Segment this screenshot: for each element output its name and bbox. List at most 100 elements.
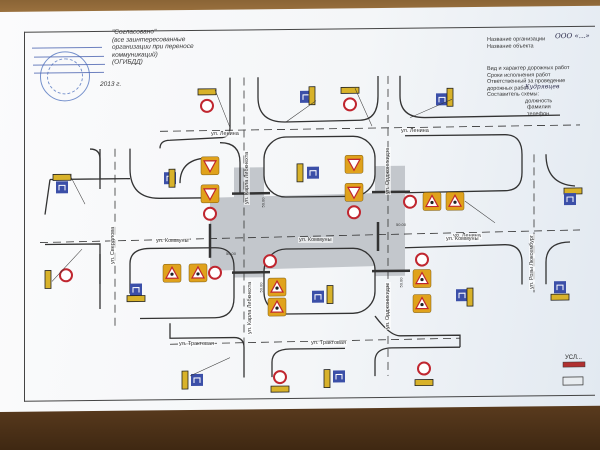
detour-arrow-icon [193,377,201,383]
street-label-ordzh: ул. Орджоникидзе [385,146,391,195]
detour-arrow-icon [335,373,343,380]
block-edge [545,154,576,187]
detour-arrow-icon [458,292,466,299]
distance-plate-sign [326,285,334,304]
detour-arrow-icon [438,96,446,103]
distance-label: 50.00 [398,277,404,288]
no-entry-sign-icon [273,370,287,385]
street-label-kommuny: ул. Коммуны [155,238,190,244]
distance-plate-sign [550,293,570,301]
block-edge [374,315,461,348]
table-surface-bottom [0,405,600,450]
leader-line [285,100,317,123]
street-label-rozy: ул. Розы Люксембург [529,234,535,290]
street-label-lenina: ул. Ленина [400,128,430,134]
detour-info-sign-icon [307,166,319,179]
distance-plate-sign [466,287,474,307]
block-edge [159,77,231,149]
detour-arrow-icon [58,184,66,191]
distance-plate-sign [414,379,434,387]
detour-arrow-icon [556,284,564,291]
road-edge [44,179,51,215]
detour-info-sign-icon [312,290,324,303]
street-label-kommuny: ул. Коммуны [445,236,480,242]
street-label-karla: ул. Карла Либкнехта [247,280,253,335]
yield-warning-icon [346,186,362,200]
road-edge [45,243,101,309]
distance-plate-sign [52,173,72,181]
detour-arrow-icon [132,287,140,293]
road-works-figure-icon [275,306,279,310]
detour-arrow-icon [314,294,322,300]
road-works-figure-icon [170,272,174,276]
leader-line [51,248,83,282]
detour-info-sign-icon [191,373,203,386]
centerline-lenina [159,124,581,132]
distance-plate-sign [270,385,290,393]
block-edge [404,134,523,194]
distance-plate-sign [126,295,146,303]
street-label-lenina: ул. Ленина [210,131,240,137]
no-entry-sign-icon [347,205,361,220]
street-label-karla: ул. Карла Либкнехта [244,150,250,205]
detour-info-sign-icon [554,281,566,294]
block-edge [257,76,379,123]
yield-warning-icon [202,188,218,202]
block-kl-ord-north [263,135,376,198]
detour-info-sign-icon [564,192,576,206]
leader-line [464,200,496,224]
no-entry-sign-icon [343,97,357,112]
distance-label: 50.00 [396,222,407,227]
work-zone-ordzh [375,165,405,277]
distance-plate-sign [308,86,316,106]
street-label-ordzh: ул. Орджоникидзе [385,281,391,330]
block-edge [399,75,561,119]
no-entry-sign-icon [263,254,277,269]
no-entry-sign-icon [59,268,73,283]
block-edge [89,148,210,199]
distance-plate-sign [181,370,189,390]
legend-title: УСЛ... [565,355,582,361]
legend-swatch-barrier [562,361,586,368]
yield-warning-icon [202,160,218,174]
no-entry-sign-icon [208,265,222,280]
detour-arrow-icon [566,196,574,203]
road-works-figure-icon [196,272,200,276]
yield-warning-icon [346,158,362,172]
street-label-traktovaya: ул. Трактовая [310,340,347,346]
block-edge [545,241,571,285]
distance-plate-sign [446,87,454,107]
detour-info-sign-icon [56,181,68,194]
road-works-figure-icon [420,302,424,307]
block-edge [271,347,345,378]
no-entry-sign-icon [417,361,431,376]
distance-plate-sign [197,88,217,96]
distance-plate-sign [44,270,52,289]
distance-plate-sign [323,369,331,389]
distance-label: 50.00 [260,197,266,208]
detour-info-sign-icon [456,289,468,302]
leader-line [214,89,231,128]
road-works-figure-icon [453,200,457,204]
distance-label: 50.00 [226,251,237,256]
no-entry-sign-icon [415,252,429,267]
work-zone-karla [234,167,264,278]
block-edge [404,244,523,285]
distance-plate-sign [340,86,360,94]
leader-line [354,88,373,127]
block-edge [374,346,460,377]
no-entry-sign-icon [403,194,417,209]
legend-swatch-work-zone [562,376,584,386]
detour-arrow-icon [309,170,317,176]
road-works-figure-icon [275,286,279,290]
distance-label: 50.00 [258,282,264,293]
street-label-sverdlova: ул. Свердлова [110,225,116,265]
no-entry-sign-icon [200,98,214,113]
street-label-kommuny: ул. Коммуны [298,237,333,243]
street-label-traktovaya: ул. Трактовая [178,341,215,347]
road-works-figure-icon [430,200,434,205]
detour-info-sign-icon [333,370,345,383]
no-entry-sign-icon [203,206,217,221]
leader-line [69,175,86,205]
